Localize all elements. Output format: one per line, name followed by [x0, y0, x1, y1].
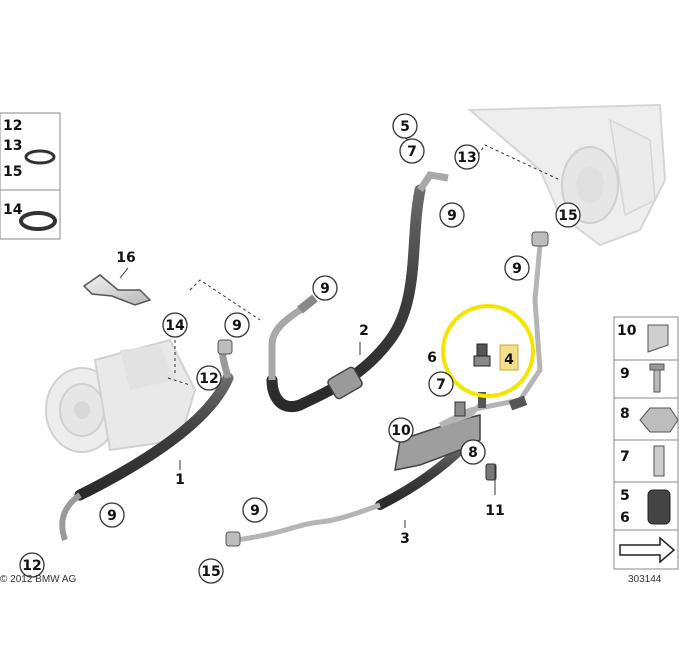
callout-9-bottom-left: 9 [107, 508, 117, 524]
legend-left-15: 15 [3, 164, 22, 180]
callout-6: 6 [427, 350, 437, 366]
bracket-part-16 [82, 274, 152, 306]
diagram-id: 303144 [628, 574, 662, 585]
callout-16: 16 [116, 250, 135, 266]
callout-7-middle: 7 [436, 377, 446, 393]
callout-15-top: 15 [558, 208, 577, 224]
legend-right-9: 9 [620, 366, 630, 382]
condenser-illustration [467, 103, 667, 247]
leader-lines [167, 144, 561, 386]
cap-icon [647, 489, 671, 525]
highlight-circle [441, 304, 535, 398]
callout-12-bottom: 12 [22, 558, 41, 574]
legend-right-7: 7 [620, 449, 630, 465]
legend-right: 10 9 8 7 5 6 [613, 316, 679, 570]
callout-1: 1 [175, 472, 185, 488]
callout-7-top: 7 [407, 144, 417, 160]
sensor-part-4 [473, 343, 491, 367]
legend-left-13: 13 [3, 138, 22, 154]
o-ring-large-icon [19, 211, 57, 231]
legend-right-5: 5 [620, 488, 630, 504]
copyright-text: © 2012 BMW AG [0, 574, 77, 585]
valve-block [394, 392, 497, 481]
callout-8: 8 [468, 445, 478, 461]
compressor-illustration [45, 338, 197, 453]
legend-left-12: 12 [3, 118, 22, 134]
callout-5: 5 [400, 119, 410, 135]
callout-15-bottom: 15 [201, 564, 220, 580]
callout-9-top: 9 [447, 208, 457, 224]
callout-2: 2 [359, 323, 369, 339]
hose-part-2 [266, 171, 449, 413]
o-ring-small-icon [24, 149, 56, 165]
arrow-icon [619, 536, 676, 564]
legend-right-8: 8 [620, 406, 630, 422]
callout-9-right: 9 [512, 261, 522, 277]
legend-right-6: 6 [620, 510, 630, 526]
callout-13: 13 [457, 150, 476, 166]
hose-part-3 [225, 440, 470, 547]
callout-9-bottom-middle: 9 [250, 503, 260, 519]
nut-icon [639, 407, 679, 433]
legend-left-14: 14 [3, 202, 23, 218]
legend-left: 12 13 15 14 [0, 112, 61, 240]
valve-core-icon [653, 445, 665, 477]
callout-9-left: 9 [232, 318, 242, 334]
clip-icon [647, 324, 669, 353]
callouts: 5 7 13 9 15 9 9 16 14 9 12 2 6 4 [19, 113, 581, 584]
callout-11: 11 [485, 503, 504, 519]
legend-right-10: 10 [617, 323, 637, 339]
callout-3: 3 [400, 531, 410, 547]
callout-12-middle: 12 [199, 371, 218, 387]
callout-4: 4 [504, 352, 514, 368]
callout-9-middle: 9 [320, 281, 330, 297]
callout-10: 10 [391, 423, 411, 439]
hose-part-1 [59, 339, 234, 541]
callout-14: 14 [165, 318, 185, 334]
